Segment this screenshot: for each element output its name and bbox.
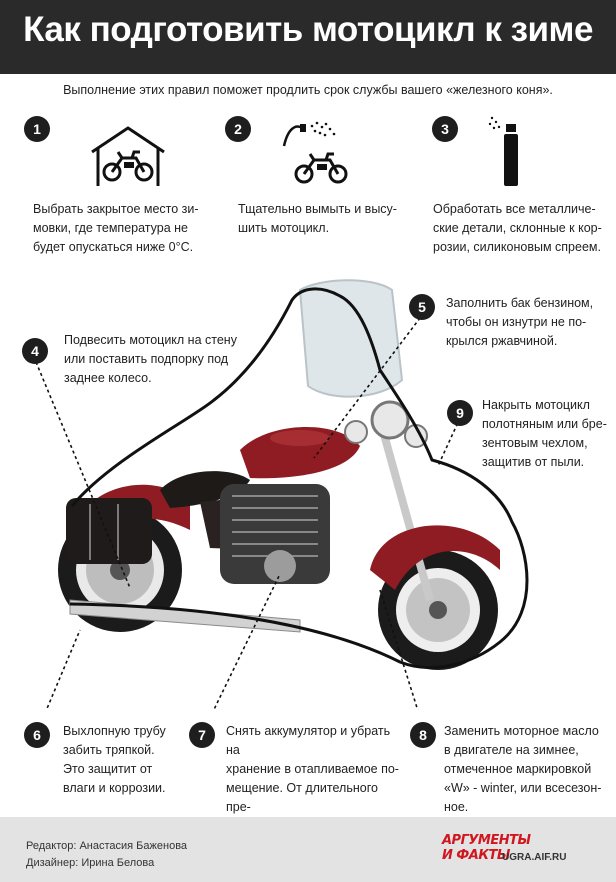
tip-text-5: Заполнить бак бензином, чтобы он изнутри… bbox=[446, 296, 594, 348]
step-number-7: 7 bbox=[189, 722, 215, 748]
garage-motorcycle-icon bbox=[91, 126, 165, 186]
tip-text-3: Обработать все металличе- ские детали, с… bbox=[433, 202, 602, 254]
logo-line-2: И ФАКТЫ bbox=[442, 848, 510, 863]
page-subtitle: Выполнение этих правил поможет продлить … bbox=[63, 83, 553, 97]
header-banner: Как подготовить мотоцикл к зиме bbox=[0, 0, 616, 74]
logo-line-1: АРГУМЕНТЫ bbox=[442, 833, 531, 848]
step-number-4: 4 bbox=[22, 338, 48, 364]
step-number-2: 2 bbox=[225, 116, 251, 142]
step-number-3: 3 bbox=[432, 116, 458, 142]
tip-text-4: Подвесить мотоцикл на стену или поставит… bbox=[64, 333, 237, 385]
motorcycle-illustration bbox=[35, 279, 529, 710]
step-number-6: 6 bbox=[24, 722, 50, 748]
tip-text-1: Выбрать закрытое место зи- мовки, где те… bbox=[33, 202, 199, 254]
washing-motorcycle-icon bbox=[282, 121, 348, 184]
footer: Редактор: Анастасия Баженова Дизайнер: И… bbox=[0, 817, 616, 882]
tip-text-9: Накрыть мотоцикл полотняным или бре- зен… bbox=[482, 398, 607, 469]
site-url[interactable]: UGRA.AIF.RU bbox=[502, 852, 567, 863]
aif-logo[interactable]: АРГУМЕНТЫ И ФАКТЫ UGRA.AIF.RU bbox=[442, 831, 592, 871]
designer-credit: Дизайнер: Ирина Белова bbox=[26, 857, 155, 869]
footer-credits: Редактор: Анастасия Баженова Дизайнер: И… bbox=[26, 838, 187, 872]
page-title: Как подготовить мотоцикл к зиме bbox=[23, 10, 593, 49]
step-number-9: 9 bbox=[447, 400, 473, 426]
step-number-5: 5 bbox=[409, 294, 435, 320]
step-number-8: 8 bbox=[410, 722, 436, 748]
tip-text-2: Тщательно вымыть и высу- шить мотоцикл. bbox=[238, 202, 397, 235]
tip-text-6: Выхлопную трубу забить тряпкой. Это защи… bbox=[63, 724, 166, 795]
spray-can-icon bbox=[488, 116, 518, 186]
editor-credit: Редактор: Анастасия Баженова bbox=[26, 840, 188, 852]
step-number-1: 1 bbox=[24, 116, 50, 142]
tip-text-8: Заменить моторное масло в двигателе на з… bbox=[444, 724, 602, 814]
